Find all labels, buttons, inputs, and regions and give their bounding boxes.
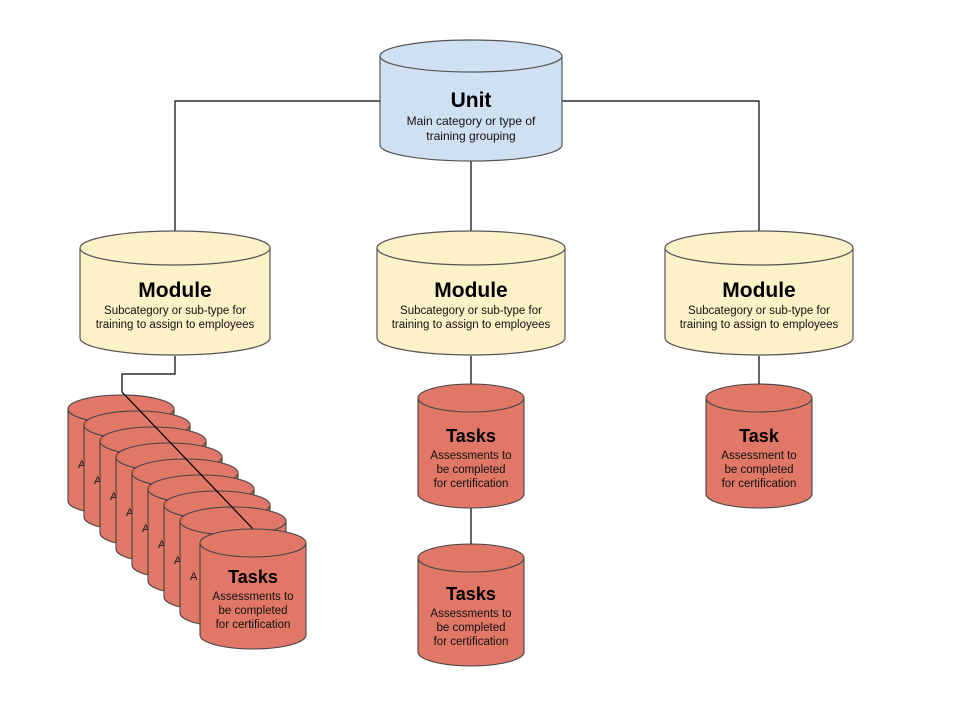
module-cylinder-top	[664, 230, 854, 266]
module-node-left: Module Subcategory or sub-type for train…	[79, 230, 271, 356]
tasks-title: Tasks	[446, 426, 496, 446]
task-hidden-fragment: A	[110, 491, 118, 503]
tasks-desc-line-1: Assessments to	[430, 608, 511, 620]
module-node-right: Module Subcategory or sub-type for train…	[664, 230, 854, 356]
tasks-desc-line-2: be completed	[218, 605, 287, 617]
unit-node: Unit Main category or type of training g…	[379, 39, 563, 162]
module-cylinder-body	[376, 248, 566, 356]
module-desc-line-2: training to assign to employees	[392, 319, 551, 331]
module-cylinder-body	[664, 248, 854, 356]
connector-unit-right-module	[562, 100, 760, 232]
module-node-middle: Module Subcategory or sub-type for train…	[376, 230, 566, 356]
module-cylinder-body	[79, 248, 271, 356]
module-title: Module	[138, 279, 212, 302]
task-hidden-fragment: A	[190, 571, 198, 583]
module-cylinder-top	[376, 230, 566, 266]
tasks-desc-line-1: Assessments to	[430, 450, 511, 462]
unit-desc-line-2: training grouping	[426, 129, 515, 143]
task-stack-front: Tasks Assessments to be completed for ce…	[199, 528, 307, 650]
tasks-title: Tasks	[446, 584, 496, 604]
module-desc-line-1: Subcategory or sub-type for	[400, 305, 542, 317]
tasks-desc-line-3: for certification	[434, 478, 509, 490]
tasks-desc-line-1: Assessments to	[212, 591, 293, 603]
task-title: Task	[739, 426, 780, 446]
module-desc-line-1: Subcategory or sub-type for	[688, 305, 830, 317]
tasks-desc-line-2: be completed	[436, 622, 505, 634]
connectors	[121, 100, 760, 544]
unit-title: Unit	[451, 89, 492, 112]
task-hidden-fragment: A	[174, 555, 182, 567]
unit-cylinder-body	[379, 56, 563, 162]
task-desc-line-3: for certification	[722, 478, 797, 490]
task-node-right: Task Assessment to be completed for cert…	[705, 383, 813, 509]
module-desc-line-1: Subcategory or sub-type for	[104, 305, 246, 317]
task-hidden-fragment: A	[94, 475, 102, 487]
module-title: Module	[722, 279, 796, 302]
tasks-desc-line-3: for certification	[216, 619, 291, 631]
connector-stack-diagonal	[121, 391, 254, 530]
tasks-node-middle-1: Tasks Assessments to be completed for ce…	[417, 383, 525, 509]
task-hidden-fragment: A	[158, 539, 166, 551]
connector-unit-left-module	[174, 100, 380, 232]
tasks-desc-line-2: be completed	[436, 464, 505, 476]
module-title: Module	[434, 279, 508, 302]
tasks-title: Tasks	[228, 567, 278, 587]
task-hidden-fragment: A	[126, 507, 134, 519]
unit-cylinder-top	[379, 39, 563, 73]
module-cylinder-top	[79, 230, 271, 266]
tasks-stack: A A A A A A A	[67, 391, 307, 650]
task-desc-line-1: Assessment to	[721, 450, 796, 462]
task-desc-line-2: be completed	[724, 464, 793, 476]
connector-left-module-tasks	[121, 356, 176, 392]
module-desc-line-2: training to assign to employees	[680, 319, 839, 331]
task-hidden-fragment: A	[78, 459, 86, 471]
task-hidden-fragment: A	[142, 523, 150, 535]
module-desc-line-2: training to assign to employees	[96, 319, 255, 331]
tasks-desc-line-3: for certification	[434, 636, 509, 648]
unit-desc-line-1: Main category or type of	[407, 114, 536, 128]
tasks-node-middle-2: Tasks Assessments to be completed for ce…	[417, 543, 525, 667]
